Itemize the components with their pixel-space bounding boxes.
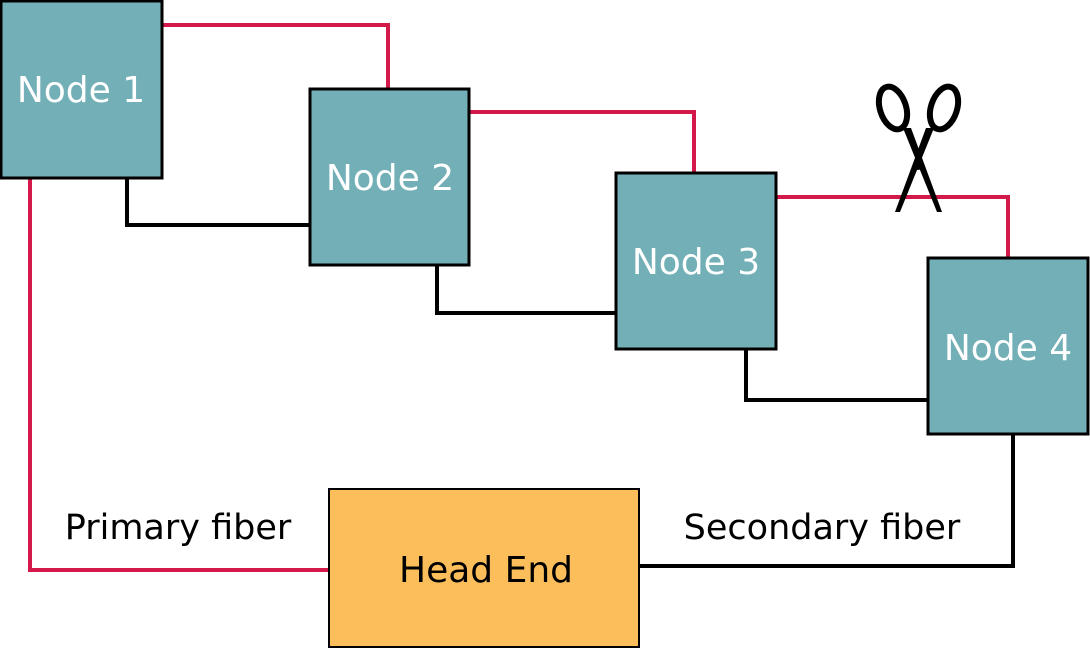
secondary-fiber-caption: Secondary fiber bbox=[684, 508, 961, 548]
secondary-fiber-node-1-to-node-2 bbox=[125, 178, 310, 227]
primary-fiber-ring bbox=[28, 23, 1010, 572]
secondary-fiber-node-4-to-headend bbox=[639, 434, 1015, 568]
node-3: Node 3 bbox=[614, 171, 778, 351]
node-3-box bbox=[614, 171, 778, 351]
head-end: Head End bbox=[328, 488, 640, 648]
node-3-label: Node 3 bbox=[632, 242, 760, 283]
primary-fiber-caption: Primary fiber bbox=[65, 508, 292, 548]
primary-fiber-node-3-to-node-4 bbox=[776, 195, 1010, 258]
node-1-box bbox=[0, 0, 164, 180]
secondary-fiber-node-2-to-node-3 bbox=[435, 265, 616, 315]
node-2: Node 2 bbox=[308, 87, 471, 267]
scissors-icon bbox=[875, 83, 962, 212]
primary-fiber-node-2-to-node-3 bbox=[469, 110, 696, 173]
head-end-box bbox=[328, 488, 640, 648]
secondary-fiber-node-3-to-node-4 bbox=[744, 349, 928, 402]
node-2-box bbox=[308, 87, 471, 267]
scissors-left-handle bbox=[875, 83, 911, 133]
primary-fiber-node-1-to-node-2 bbox=[162, 23, 390, 89]
head-end-label: Head End bbox=[399, 550, 573, 591]
node-1: Node 1 bbox=[0, 0, 164, 180]
node-4-box bbox=[926, 256, 1090, 436]
primary-fiber-headend-to-node-1 bbox=[28, 178, 329, 572]
scissors-blade-right bbox=[895, 128, 934, 212]
secondary-fiber-ring bbox=[125, 178, 1015, 568]
scissors-pivot bbox=[913, 160, 923, 170]
node-1-label: Node 1 bbox=[17, 70, 145, 111]
node-2-label: Node 2 bbox=[326, 158, 454, 199]
node-4-label: Node 4 bbox=[944, 328, 1072, 369]
node-4: Node 4 bbox=[926, 256, 1090, 436]
scissors-right-handle bbox=[926, 83, 962, 133]
scissors-blade-left bbox=[903, 128, 942, 212]
